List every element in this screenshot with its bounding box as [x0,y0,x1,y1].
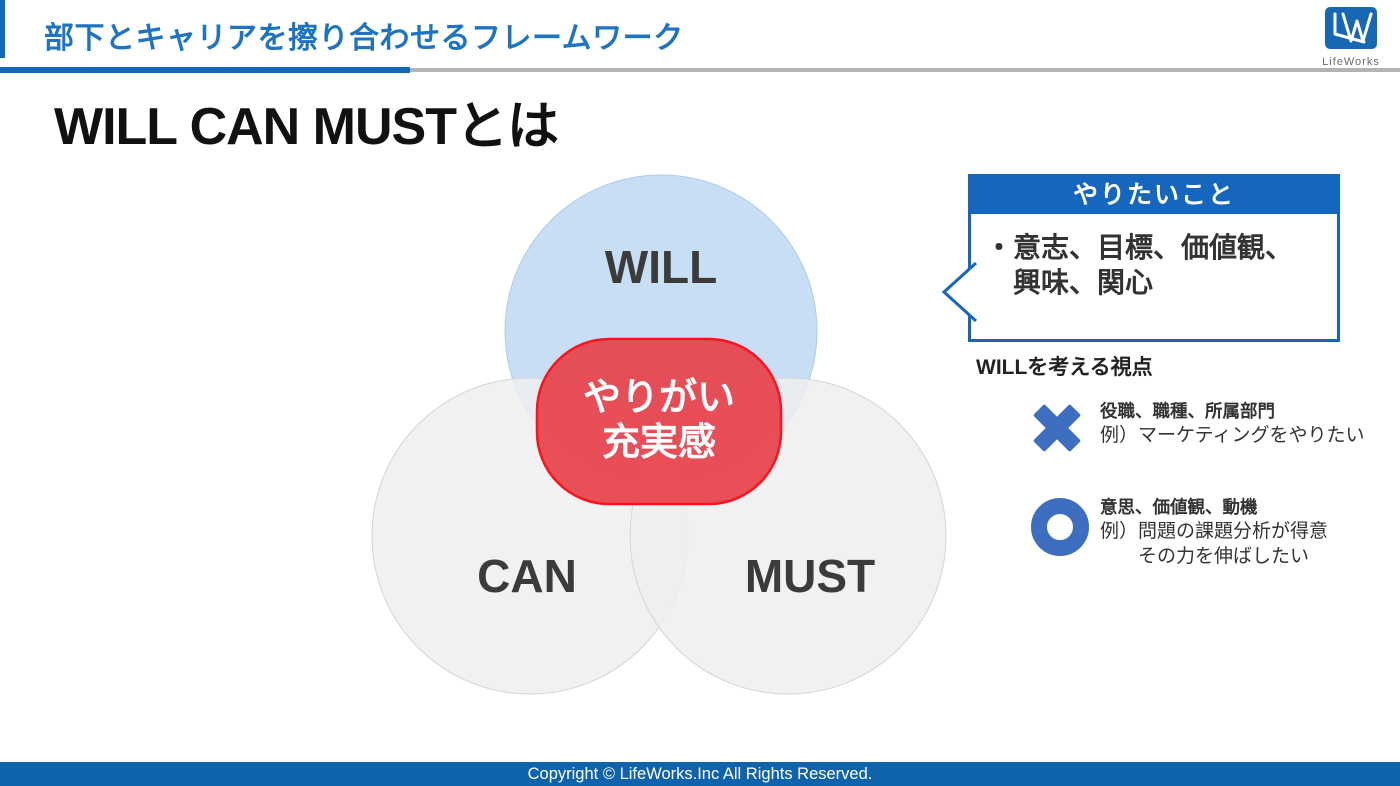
slide-header-title: 部下とキャリアを擦り合わせるフレームワーク [44,22,684,55]
callout-pointer-icon [941,262,977,322]
footer-bar: Copyright © LifeWorks.Inc All Rights Res… [0,762,1400,786]
header-divider-gray [410,68,1400,72]
callout-body-line1: ・意志、目標、価値観、 [985,232,1294,263]
will-callout-box: やりたいこと ・意志、目標、価値観、 興味、関心 [968,174,1340,342]
o-item-example-line2: その力を伸ばしたい [1138,546,1310,568]
page-title: WILL CAN MUSTとは [54,98,559,156]
circle-mark-icon [1031,498,1089,556]
x-item-example-line1: 例）マーケティングをやりたい [1100,425,1365,446]
center-overlap-shape [535,337,783,506]
lifeworks-logo-icon [1325,7,1377,49]
callout-body: ・意志、目標、価値観、 興味、関心 [971,214,1337,300]
lifeworks-logo: LifeWorks [1320,6,1382,68]
viewpoint-heading: WILLを考える視点 [976,356,1153,379]
center-overlap-line2: 充実感 [601,421,716,464]
o-item-example: 例）問題の課題分析が得意 その力を伸ばしたい [1100,519,1328,569]
venn-diagram [371,174,947,695]
o-item-title: 意思、価値観、動機 [1100,497,1258,517]
lifeworks-logo-text: LifeWorks [1322,56,1380,68]
center-overlap-line1: やりがい [582,377,735,419]
will-circle-label: WILL [604,241,718,293]
x-mark-icon [1033,404,1081,452]
copyright-text: Copyright © LifeWorks.Inc All Rights Res… [527,765,873,783]
accent-bar [0,0,5,58]
center-overlap-label: やりがい 充実感 [539,376,779,466]
callout-body-line2: 興味、関心 [1013,267,1154,298]
header-divider-blue [0,67,410,73]
must-circle-label: MUST [744,550,876,602]
x-item-example: 例）マーケティングをやりたい [1100,423,1364,448]
callout-header: やりたいこと [971,177,1337,214]
can-circle-label: CAN [477,550,577,602]
o-item-example-line1: 例）問題の課題分析が得意 [1100,521,1329,542]
x-item-title: 役職、職種、所属部門 [1100,401,1275,421]
